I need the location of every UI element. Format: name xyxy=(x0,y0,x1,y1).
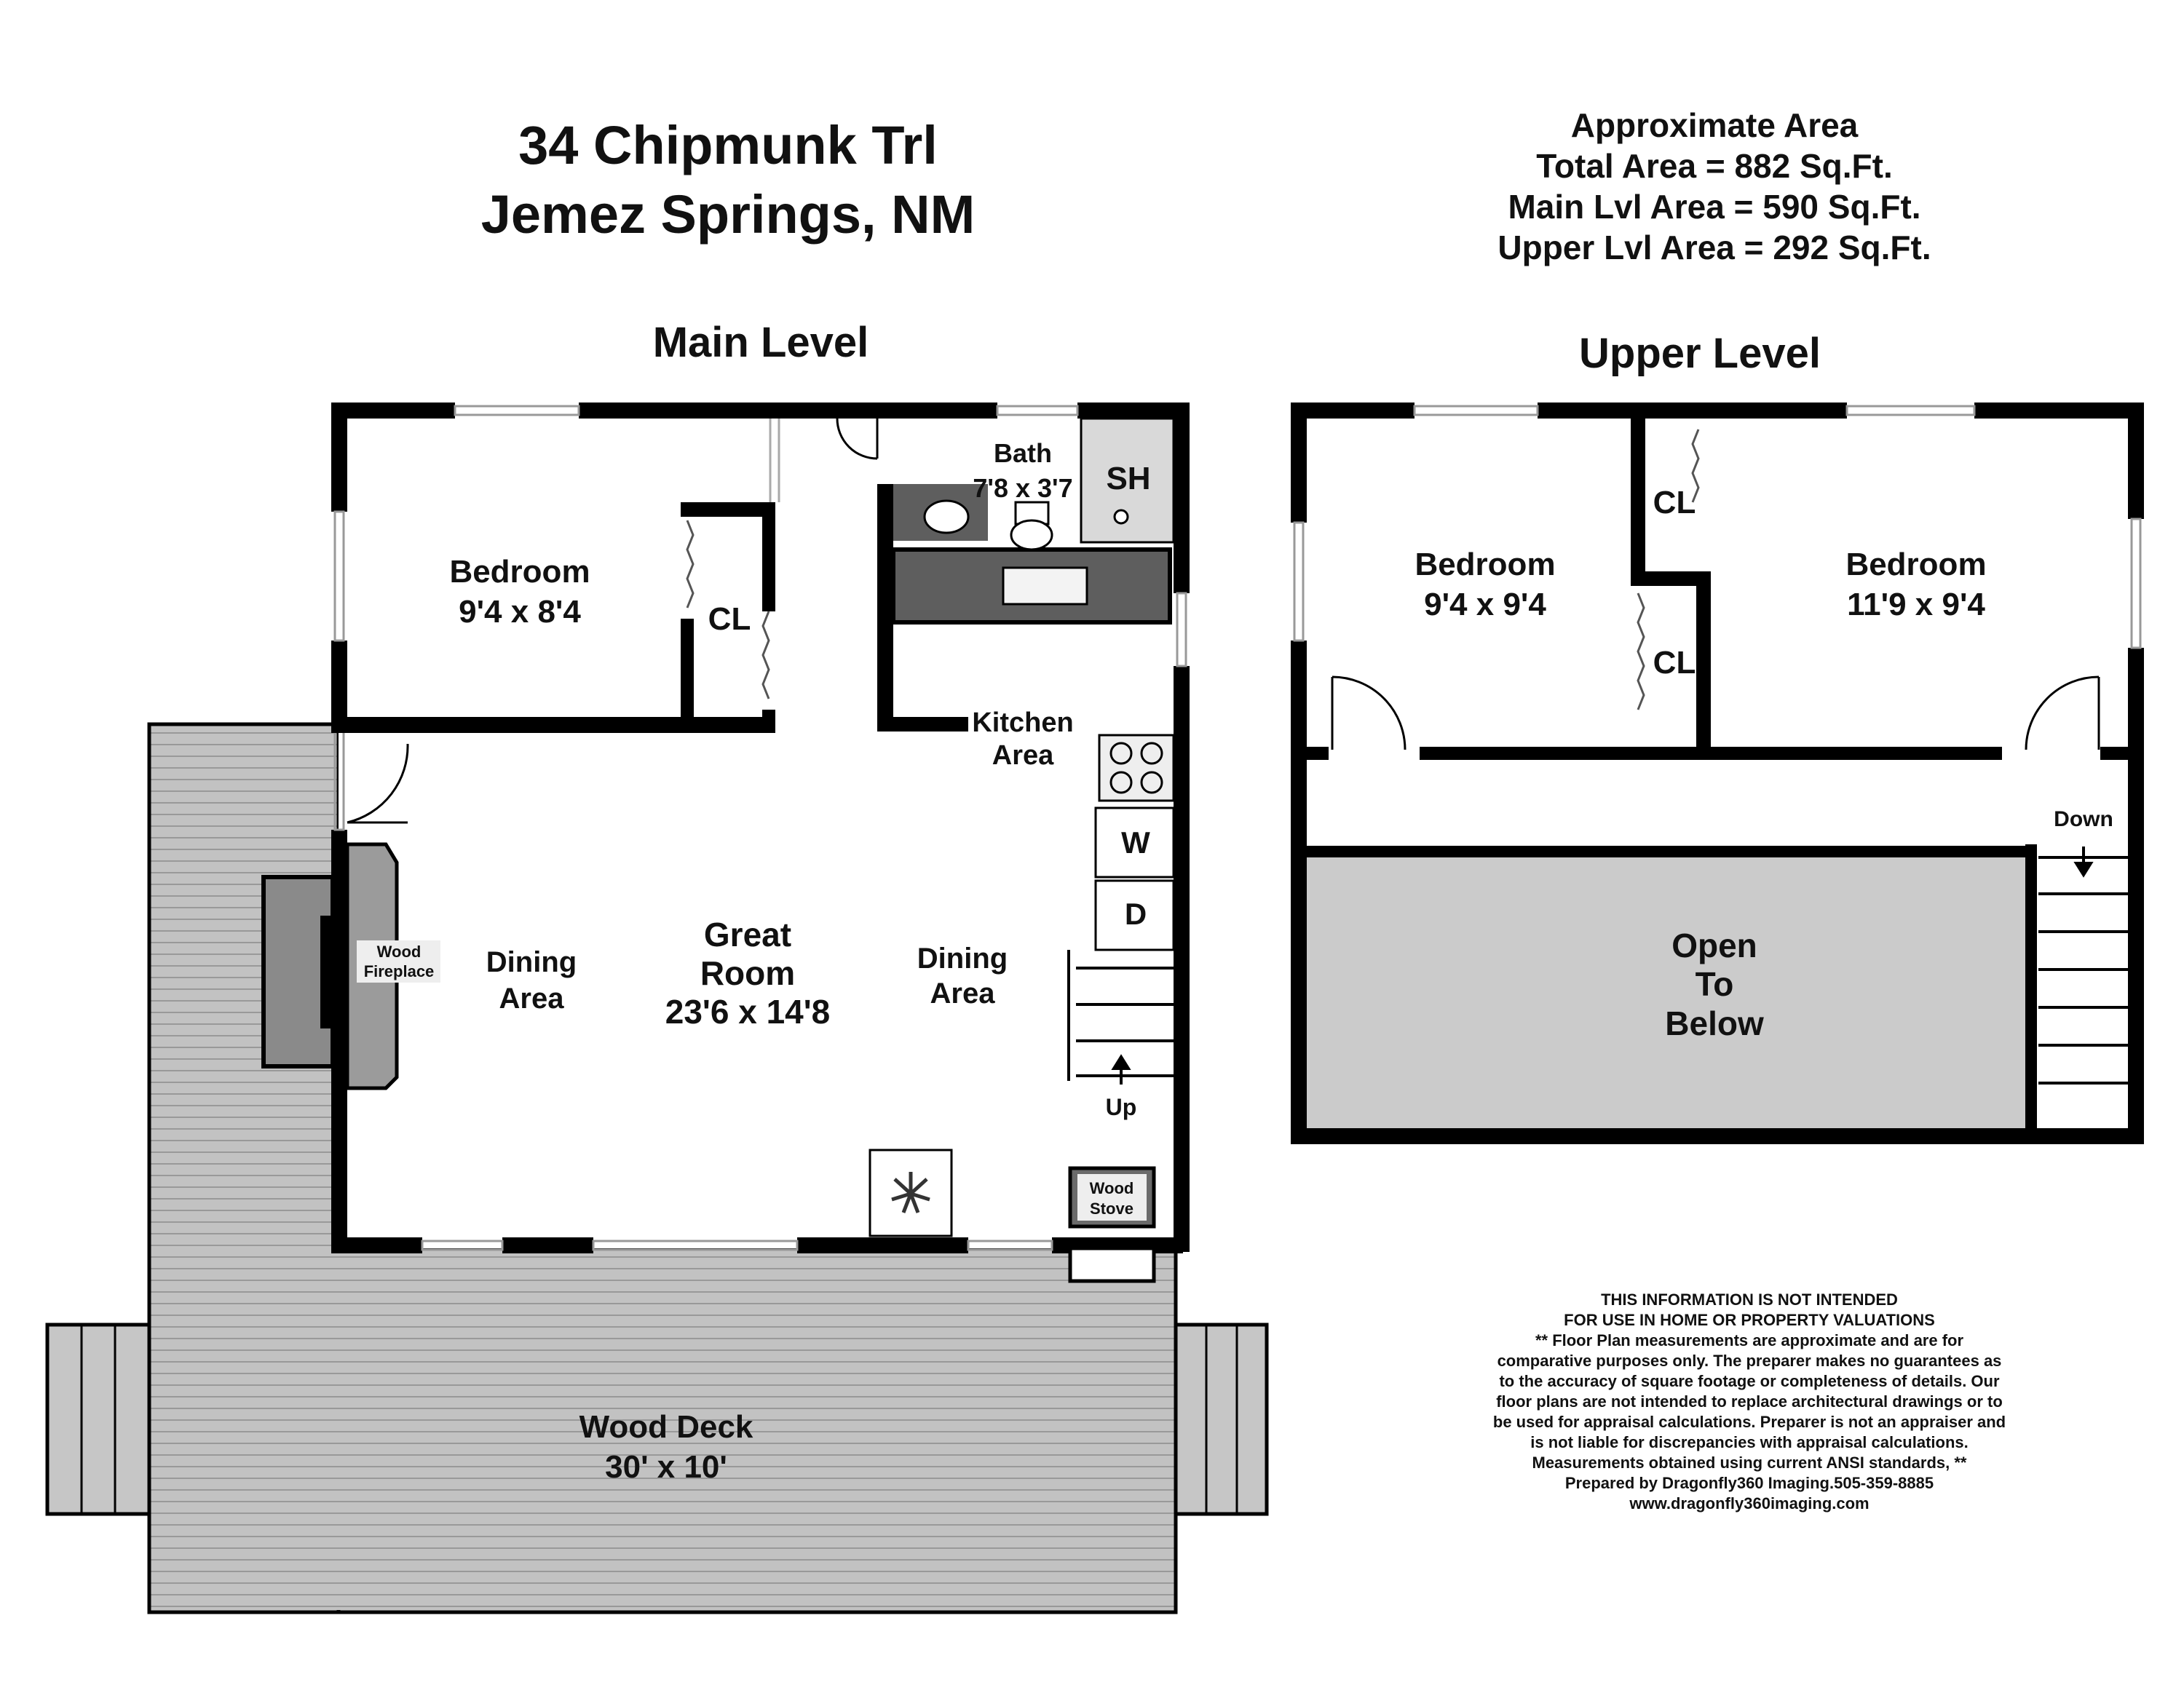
bedroom-size: 9'4 x 8'4 xyxy=(459,594,581,630)
address-line-2: Jemez Springs, NM xyxy=(481,184,976,245)
dining-left-line1: Dining xyxy=(486,946,577,978)
fireplace-label-line1: Wood xyxy=(377,943,422,961)
disclaimer-line: www.dragonfly360imaging.com xyxy=(1629,1494,1869,1512)
closet-label: CL xyxy=(708,601,751,637)
deck-size: 30' x 10' xyxy=(605,1449,727,1485)
main-level-title: Main Level xyxy=(653,319,869,366)
kitchen-label-line1: Kitchen xyxy=(972,707,1073,738)
upper-closet-top: CL xyxy=(1653,485,1696,520)
upper-level-title: Upper Level xyxy=(1579,330,1821,377)
kitchen-label-line2: Area xyxy=(992,740,1054,771)
open-to-below-area xyxy=(1307,857,2037,1132)
area-main-level: Main Lvl Area = 590 Sq.Ft. xyxy=(1508,188,1920,226)
area-upper-level: Upper Lvl Area = 292 Sq.Ft. xyxy=(1497,229,1931,266)
disclaimer-line: ** Floor Plan measurements are approxima… xyxy=(1535,1331,1964,1349)
main-level-labels: Bedroom 9'4 x 8'4 CL Bath 7'8 x 3'7 SH K… xyxy=(364,438,1151,1485)
bath-name: Bath xyxy=(994,438,1052,468)
ceiling-fan xyxy=(869,1149,953,1237)
stairs-up xyxy=(1067,950,1174,1085)
upper-interior-walls xyxy=(1307,411,2129,1132)
dining-right-line2: Area xyxy=(930,978,996,1010)
deck-steps-left xyxy=(45,1323,151,1516)
open-to-below-line1: Open xyxy=(1671,927,1757,964)
stairs-down-label: Down xyxy=(2054,807,2113,831)
area-total: Total Area = 882 Sq.Ft. xyxy=(1536,147,1893,185)
bedroom-walls xyxy=(331,502,775,733)
bedroom-name: Bedroom xyxy=(449,554,590,590)
disclaimer: THIS INFORMATION IS NOT INTENDED FOR USE… xyxy=(1493,1290,2006,1512)
upper-bedroom-right-name: Bedroom xyxy=(1845,547,1986,582)
entry-door xyxy=(347,743,409,824)
upper-bedroom-right-size: 11'9 x 9'4 xyxy=(1847,587,1985,622)
address-line-1: 34 Chipmunk Trl xyxy=(518,115,938,175)
great-room-line2: Room xyxy=(700,954,795,992)
dryer-label: D xyxy=(1125,897,1147,931)
open-to-below-line2: To xyxy=(1696,965,1734,1003)
dining-right-line1: Dining xyxy=(917,943,1008,975)
dryer xyxy=(1094,879,1175,951)
disclaimer-line: is not liable for discrepancies with app… xyxy=(1530,1433,1969,1451)
upper-bedroom-left-size: 9'4 x 9'4 xyxy=(1424,587,1546,622)
main-exterior-walls xyxy=(331,403,1190,1253)
bath xyxy=(836,417,1175,732)
great-room-line1: Great xyxy=(704,916,791,953)
dining-left-line2: Area xyxy=(499,983,565,1015)
bath-size: 7'8 x 3'7 xyxy=(973,473,1072,503)
upper-closet-doors xyxy=(1637,429,1700,710)
disclaimer-line: comparative purposes only. The preparer … xyxy=(1497,1352,2002,1370)
disclaimer-line: FOR USE IN HOME OR PROPERTY VALUATIONS xyxy=(1564,1311,1935,1329)
upper-bedroom-doors xyxy=(1331,675,2100,750)
header: 34 Chipmunk Trl Jemez Springs, NM xyxy=(481,115,976,245)
fireplace-label-line2: Fireplace xyxy=(364,962,435,980)
deck-name: Wood Deck xyxy=(579,1409,753,1445)
upper-bedroom-left-name: Bedroom xyxy=(1415,547,1555,582)
main-level-plan xyxy=(45,403,1269,1614)
area-summary-title: Approximate Area xyxy=(1571,106,1859,144)
upper-exterior-walls xyxy=(1291,403,2144,1144)
disclaimer-line: Measurements obtained using current ANSI… xyxy=(1532,1454,1967,1472)
disclaimer-line: floor plans are not intended to replace … xyxy=(1496,1392,2003,1411)
upper-level-plan xyxy=(1291,403,2144,1144)
closet-bifold-doors xyxy=(686,419,780,699)
stove-label-line2: Stove xyxy=(1090,1200,1133,1218)
area-summary: Approximate Area Total Area = 882 Sq.Ft.… xyxy=(1497,106,1931,266)
washer xyxy=(1094,806,1175,879)
upper-windows xyxy=(1293,405,2142,649)
deck-steps-right xyxy=(1174,1323,1269,1516)
great-room-size: 23'6 x 14'8 xyxy=(665,993,831,1031)
wood-deck xyxy=(45,722,1269,1614)
kitchen-appliances xyxy=(1094,734,1175,951)
stairs-down xyxy=(2038,847,2128,1085)
washer-label: W xyxy=(1121,825,1150,860)
upper-level-labels: CL CL Bedroom 9'4 x 9'4 Bedroom 11'9 x 9… xyxy=(1415,485,2113,1042)
stairs-up-label: Up xyxy=(1106,1094,1137,1120)
disclaimer-line: to the accuracy of square footage or com… xyxy=(1499,1372,1999,1390)
stove-label-line1: Wood xyxy=(1090,1179,1134,1197)
disclaimer-line: THIS INFORMATION IS NOT INTENDED xyxy=(1601,1290,1898,1309)
shower-label: SH xyxy=(1106,461,1150,496)
disclaimer-line: be used for appraisal calculations. Prep… xyxy=(1493,1413,2006,1431)
disclaimer-line: Prepared by Dragonfly360 Imaging.505-359… xyxy=(1565,1474,1934,1492)
wood-fireplace xyxy=(261,842,440,1090)
wood-stove xyxy=(1068,1166,1156,1283)
upper-closet-bottom: CL xyxy=(1653,645,1696,681)
open-to-below-line3: Below xyxy=(1665,1004,1764,1042)
